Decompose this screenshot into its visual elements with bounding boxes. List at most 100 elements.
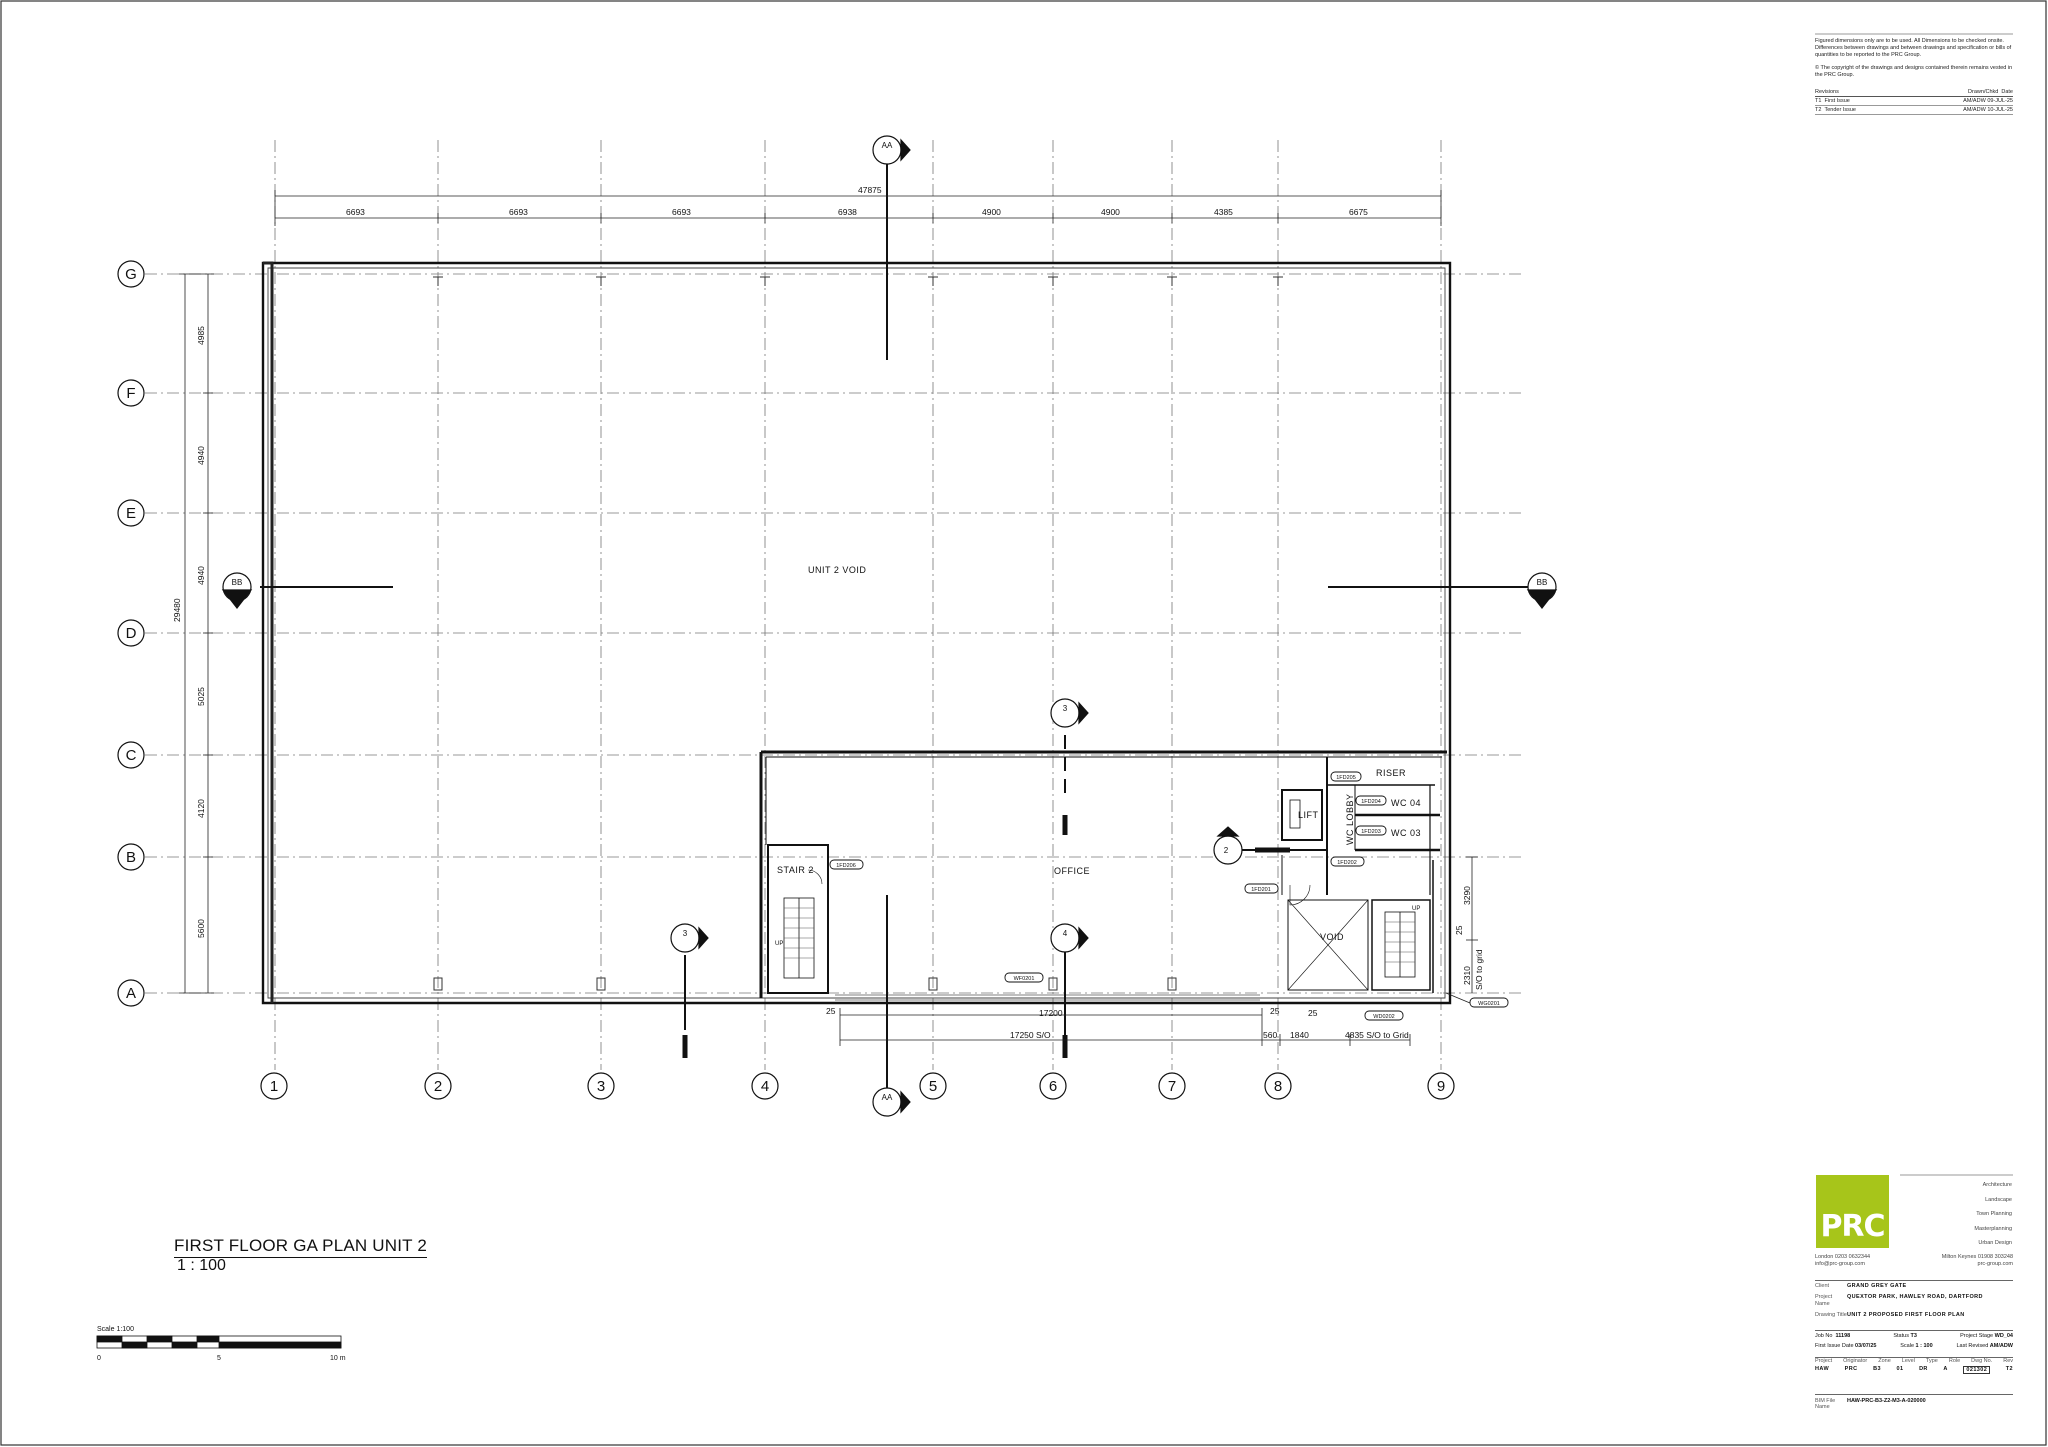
drawing-scale: 1 : 100 [177,1257,226,1274]
dim-1840: 1840 [1290,1030,1309,1040]
service-item: Urban Design [1978,1240,2012,1246]
column-markers [433,276,1283,991]
room-lift: LIFT [1298,810,1319,820]
prc-logo: PRC [1816,1175,1889,1248]
note-copyright: © The copyright of the drawings and desi… [1815,65,2013,78]
contact-web[interactable]: prc-group.com [1977,1261,2013,1267]
dim-span-4: 6938 [838,207,857,217]
dim-span-1: 6693 [346,207,365,217]
window-tag-wd0202: WD0202 [1373,1014,1394,1020]
dim-span-5: 4900 [982,207,1001,217]
client-name: GRAND GREY GATE [1847,1283,1907,1289]
dim-25-b: 25 [1270,1006,1280,1016]
revisions-table: Revisions Drawn/Chkd Date T1 First Issue… [1815,88,2013,115]
title-block-lines [1815,33,2013,1176]
grid-label-9: 9 [1437,1078,1445,1095]
revision-row: T1 First Issue AM/ADW 09-JUL-25 [1815,98,2013,106]
grid-label-G: G [125,266,137,283]
dim-row-5: 4120 [196,799,206,818]
grid-label-E: E [126,505,136,522]
room-wc-lobby: WC LOBBY [1345,793,1355,845]
room-wc-04: WC 04 [1391,798,1421,808]
room-wc-03: WC 03 [1391,828,1421,838]
drawing-no-box: 021302 [1963,1366,1991,1374]
dimension-lines [179,190,1478,1046]
section-label-aa-top: AA [882,141,893,150]
dim-17250-so: 17250 S/O [1010,1030,1051,1040]
room-office: OFFICE [1054,866,1090,876]
dim-overall-width: 47875 [858,185,882,195]
dim-25-a: 25 [826,1006,836,1016]
revisions-header: Revisions Drawn/Chkd Date [1815,89,2013,97]
dim-row-4: 5025 [196,687,206,706]
service-item: Masterplanning [1974,1225,2012,1232]
dim-span-6: 4900 [1101,207,1120,217]
door-tag-1fd206: 1FD206 [836,863,856,869]
logo-text: PRC [1820,1209,1885,1244]
dim-4835-so-to-grid: 4835 S/O to Grid [1345,1030,1409,1040]
scale-bar-label: Scale 1:100 [97,1326,134,1333]
section-label-4: 4 [1063,929,1068,938]
external-wall [261,261,1452,1005]
section-label-aa-bottom: AA [882,1093,893,1102]
door-tag-1fd203: 1FD203 [1361,829,1381,835]
section-markers [221,135,1558,1117]
grid-label-6: 6 [1049,1078,1057,1095]
service-item: Landscape [1985,1196,2012,1203]
door-tag-1fd201: 1FD201 [1251,887,1271,893]
general-notes: Figured dimensions only are to be used. … [1815,38,2013,85]
project-name: QUEXTOR PARK, HAWLEY ROAD, DARTFORD [1847,1294,1983,1300]
office-walls [759,750,1447,1001]
revision-value: T2 [2005,1366,2013,1372]
scale-bar [96,1335,342,1349]
dim-3290: 3290 [1462,886,1472,905]
services-list: Architecture Landscape Town Planning Mas… [1900,1178,2012,1251]
tag-boxes [829,771,1509,1021]
dim-row-6: 5600 [196,919,206,938]
grid-label-8: 8 [1274,1078,1282,1095]
drawing-title-tb: UNIT 2 PROPOSED FIRST FLOOR PLAN [1847,1312,1965,1318]
grid-label-F: F [126,385,135,402]
dim-17200: 17200 [1039,1008,1063,1018]
contact-mk: Milton Keynes 01908 303248 [1941,1254,2013,1260]
grid-label-A: A [126,985,136,1002]
contact-email[interactable]: info@prc-group.com [1815,1261,1865,1267]
section-label-bb-right: BB [1537,578,1548,587]
dim-2310: 2310 [1462,966,1472,985]
scale-bar-ten: 10 m [330,1355,346,1362]
room-stair-2: STAIR 2 [777,865,814,875]
section-label-bb-left: BB [232,578,243,587]
door-tag-1fd205: 1FD205 [1336,775,1356,781]
section-label-3-lower: 3 [683,929,688,938]
grid-label-C: C [126,747,137,764]
grid-label-1: 1 [270,1078,278,1095]
dim-560: 560 [1263,1030,1277,1040]
dim-overall-depth: 29480 [172,598,182,622]
grid-label-4: 4 [761,1078,769,1095]
dim-span-3: 6693 [672,207,691,217]
door-tag-1fd204: 1FD204 [1361,799,1381,805]
grid-label-D: D [126,625,137,642]
room-void: VOID [1320,932,1344,942]
bim-file-value: HAW-PRC-B3-Z2-M3-A-020000 [1847,1398,1926,1404]
room-riser: RISER [1376,768,1406,778]
service-item: Town Planning [1976,1211,2012,1217]
stair-up-label-2: UP [1412,906,1420,912]
grid-label-5: 5 [929,1078,937,1095]
revision-row: T2 Tender Issue AM/ADW 10-JUL-25 [1815,107,2013,115]
status-value: T3 [1910,1333,1917,1339]
scale-bar-five: 5 [217,1355,221,1362]
job-number: 11198 [1835,1333,1851,1339]
first-issue-date: 03/07/25 [1855,1343,1877,1349]
grid-bubbles [117,260,1455,1100]
grid-lines [145,140,1525,1070]
dim-25-d: 25 [1454,925,1464,935]
scale-bar-zero: 0 [97,1355,101,1362]
section-lines [260,160,1530,1095]
stair-up-label: UP [775,941,783,947]
dim-row-3: 4940 [196,566,206,585]
dim-span-8: 6675 [1349,207,1368,217]
checked-value: AM/ADW [1989,1343,2013,1349]
